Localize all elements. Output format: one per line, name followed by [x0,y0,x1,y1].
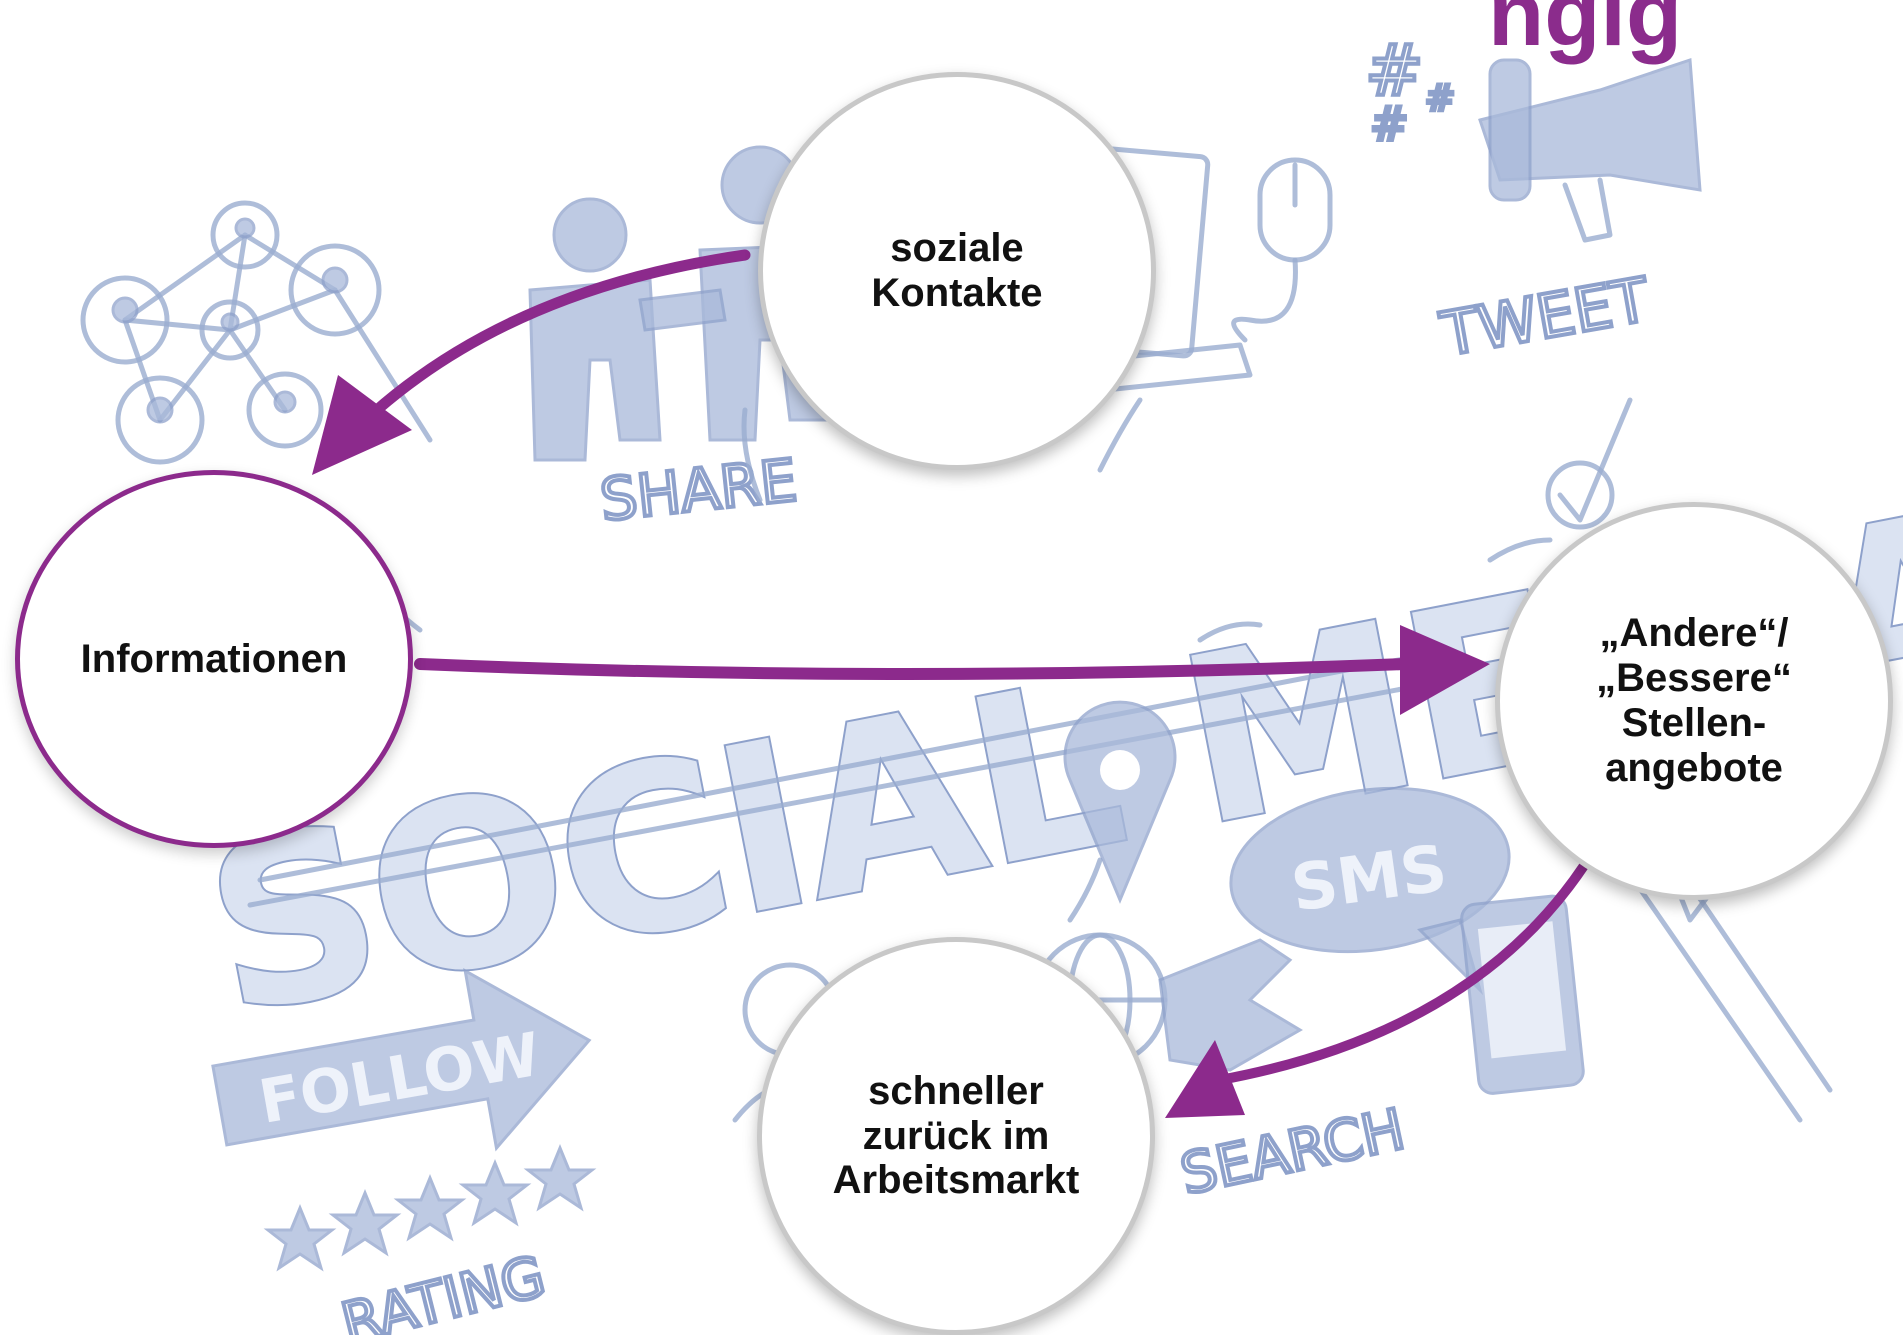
location-pin-icon [1063,700,1177,904]
arrow-kontakte-to-informationen [312,249,751,475]
svg-text:#: # [1370,97,1409,151]
node-label: schneller zurück im Arbeitsmarkt [832,1068,1080,1203]
svg-text:#: # [1425,78,1455,119]
title-fragment: ngig [1488,0,1683,65]
megaphone-icon [1478,57,1702,243]
node-soziale-kontakte: soziale Kontakte [758,72,1156,470]
five-star-rating-icon [263,1144,597,1272]
people-network-icon [80,200,433,465]
hashtag-icon: # # # [1363,28,1457,153]
node-bessere-stellenangebote: „Andere“/ „Bessere“ Stellen- angebote [1495,502,1893,900]
arrow-informationen-to-stellenangebote [414,625,1490,715]
node-label: Informationen [80,636,348,681]
checkmark-icon [1545,397,1633,530]
node-label: „Andere“/ „Bessere“ Stellen- angebote [1596,611,1792,790]
arrow-stellenangebote-to-arbeitsmarkt [1165,835,1605,1118]
mouse-icon [1231,157,1333,343]
node-arbeitsmarkt: schneller zurück im Arbeitsmarkt [757,937,1155,1335]
pointing-hand-icon [1158,938,1303,1072]
node-informationen: Informationen [15,470,413,848]
node-label: soziale Kontakte [871,226,1043,315]
svg-text:#: # [1365,30,1424,112]
